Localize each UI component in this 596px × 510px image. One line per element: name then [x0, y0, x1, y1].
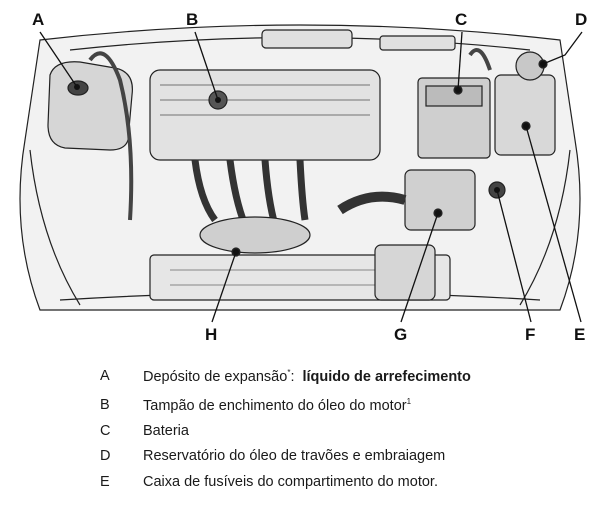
legend-item-d: D Reservatório do óleo de travões e embr… [0, 448, 596, 472]
legend-letter: A [100, 368, 110, 384]
callout-d: D [575, 10, 587, 29]
legend-text: Bateria [143, 423, 189, 439]
leader-lines [39, 31, 583, 323]
legend-item-e: E Caixa de fusíveis do compartimento do … [0, 474, 596, 498]
legend-suffix: : [290, 368, 295, 385]
legend-text: Caixa de fusíveis do compartimento do mo… [143, 474, 438, 490]
callout-g: G [394, 325, 407, 344]
cowl-vent [261, 29, 353, 49]
engine-illustration [19, 24, 581, 311]
callout-a: A [32, 10, 44, 29]
footnote-mark: * [287, 368, 291, 377]
legend-text: Tampão de enchimento do óleo do motor1 [143, 397, 411, 414]
air-filter-box [404, 169, 476, 231]
legend-letter: E [100, 474, 110, 490]
legend-text-main: Depósito de expansão [143, 368, 288, 385]
fuse-box [494, 74, 556, 156]
callout-h: H [205, 325, 217, 344]
legend-text: Reservatório do óleo de travões e embrai… [143, 448, 446, 464]
legend-letter: D [100, 448, 111, 464]
footnote-mark: 1 [406, 397, 412, 406]
legend-letter: B [100, 397, 110, 413]
callout-f: F [525, 325, 535, 344]
legend-bold-text: líquido de arrefecimento [302, 368, 471, 385]
callout-e: E [574, 325, 585, 344]
legend-text-main: Tampão de enchimento do óleo do motor [143, 397, 407, 414]
callout-c: C [455, 10, 467, 29]
legend-item-c: C Bateria [0, 423, 596, 447]
legend-item-a: A Depósito de expansão*: líquido de arref… [0, 368, 596, 392]
legend-letter: C [100, 423, 111, 439]
callout-b: B [186, 10, 198, 29]
exhaust-manifold [191, 159, 309, 227]
legend-text: Depósito de expansão*: líquido de arrefec… [143, 368, 471, 385]
legend-item-b: B Tampão de enchimento do óleo do motor1 [0, 397, 596, 421]
engine-compartment-diagram: A B C D E F G H [19, 10, 587, 344]
